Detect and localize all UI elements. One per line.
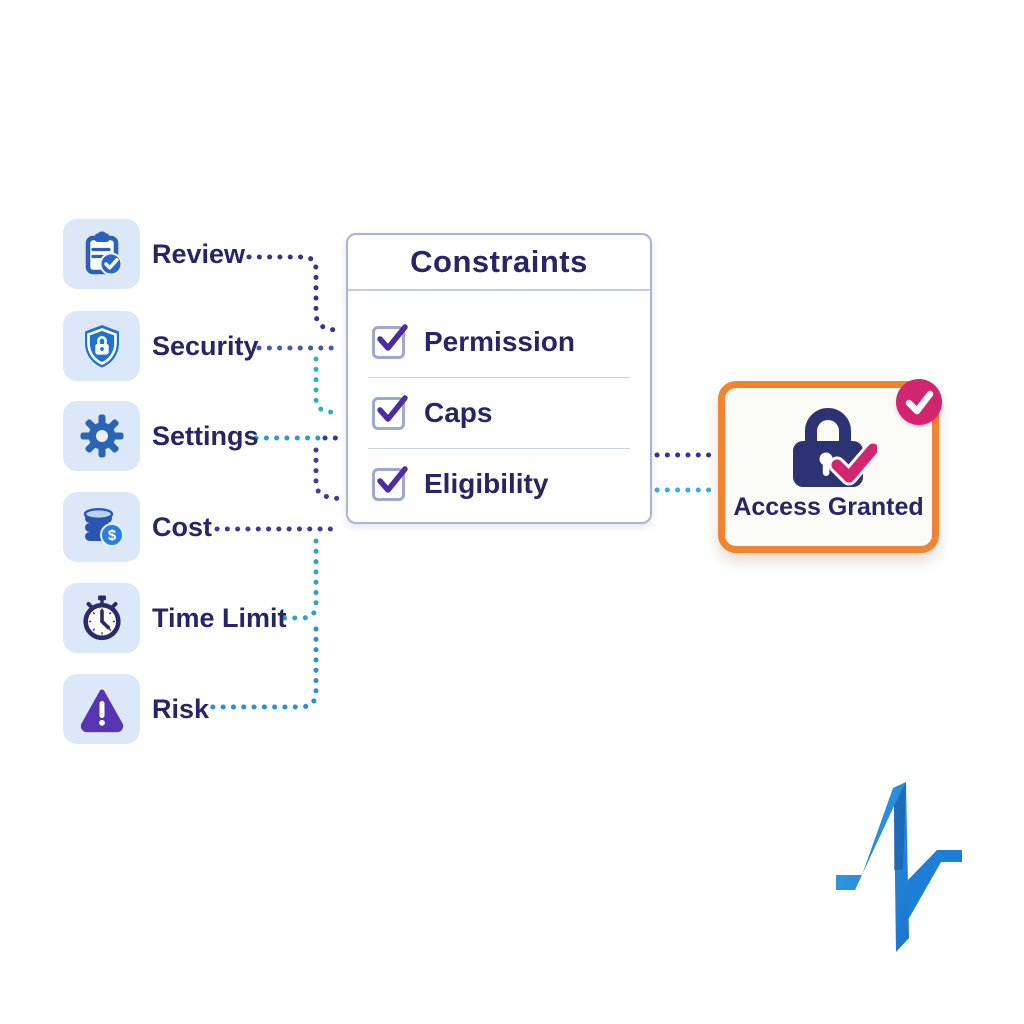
caps-label: Caps: [424, 397, 493, 428]
cost-label: Cost: [152, 511, 212, 542]
eligibility-checkbox[interactable]: [372, 465, 408, 501]
constraint-row-eligibility: Eligibility: [348, 449, 650, 519]
access-granted-label: Access Granted: [733, 493, 924, 521]
pulse-n-logo-icon: [836, 782, 962, 952]
risk-label: Risk: [152, 693, 210, 724]
coins-dollar-icon: $: [83, 507, 124, 547]
access-granted-card: Access Granted: [718, 379, 942, 553]
review-label: Review: [152, 238, 246, 269]
constraints-title: Constraints: [410, 244, 588, 279]
constraints-panel-body: Permission Caps Eligibility: [348, 291, 650, 519]
checkmark-icon: [377, 465, 408, 493]
constraints-panel-header: Constraints: [348, 235, 650, 291]
eligibility-label: Eligibility: [424, 468, 549, 499]
clipboard-check-icon: [85, 231, 122, 276]
connector-review-line: [246, 254, 341, 334]
row-divider: [368, 448, 630, 449]
constraint-row-permission: Permission: [348, 307, 650, 377]
badge-checkmark-icon: [905, 390, 934, 415]
settings-tile: [63, 401, 140, 471]
shield-lock-icon: [84, 325, 119, 368]
stopwatch-icon: [82, 595, 121, 641]
constraints-panel: Constraints Permission Caps: [346, 233, 652, 524]
review-tile: [63, 219, 140, 289]
dollar-glyph: $: [107, 527, 116, 544]
security-tile: [63, 311, 140, 381]
connector-cost-timelimit-line: [280, 538, 319, 621]
settings-label: Settings: [152, 420, 259, 451]
cost-tile: $: [63, 492, 140, 562]
connector-security-caps-branch: [313, 356, 341, 416]
constraint-row-caps: Caps: [348, 378, 650, 448]
risk-tile: [63, 674, 140, 744]
checkmark-icon: [377, 394, 408, 422]
warning-triangle-icon: [80, 689, 123, 733]
security-label: Security: [152, 330, 259, 361]
permission-checkbox[interactable]: [372, 323, 408, 359]
time-limit-tile: [63, 583, 140, 653]
row-divider: [368, 377, 630, 378]
time-limit-label: Time Limit: [152, 602, 287, 633]
check-badge-icon: [896, 379, 942, 425]
checkmark-icon: [377, 323, 408, 351]
caps-checkbox[interactable]: [372, 394, 408, 430]
padlock-check-icon: [792, 408, 877, 487]
gear-icon: [80, 414, 123, 458]
permission-label: Permission: [424, 326, 575, 357]
connector-settings-eligibility-branch: [313, 447, 343, 502]
